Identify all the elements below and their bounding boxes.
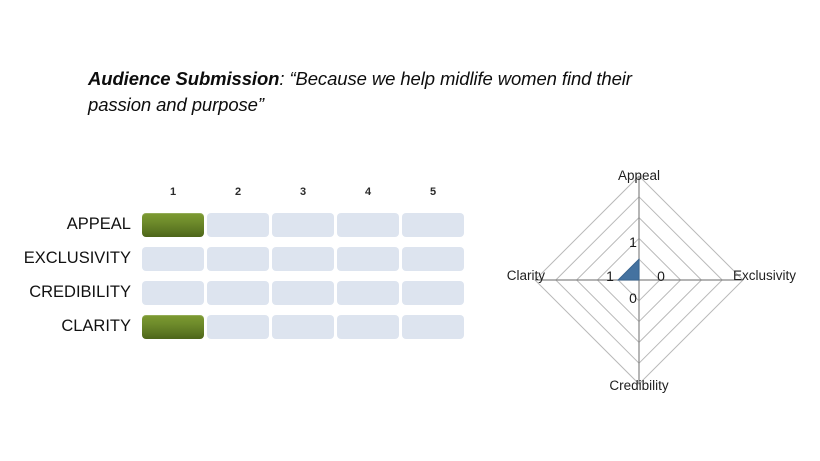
bar-chart-rows: APPEAL EXCLUSIVITY CREDIBILITY CLARITY [0,208,480,344]
segmented-bar-chart: 1 2 3 4 5 APPEAL EXCLUSIVITY CREDIBILITY CLARIT… [0,186,480,356]
bar-chart-row-label: CREDIBILITY [29,283,131,301]
bar-segment-empty [402,213,464,237]
bar-chart-column-header: 5 [429,186,437,198]
radar-series-polygon [616,257,640,281]
radar-axis-label-credibility: Credibility [609,378,669,393]
bar-chart-row-label: APPEAL [66,215,131,233]
page-title: Audience Submission: “Because we help mi… [88,66,688,119]
radar-chart: Appeal Exclusivity Credibility Clarity 1… [486,158,820,406]
radar-chart-svg: Appeal Exclusivity Credibility Clarity 1… [507,168,797,393]
bar-chart-row: EXCLUSIVITY [0,242,480,276]
bar-segment-empty [207,247,269,271]
bar-segment-empty [207,315,269,339]
bar-segment-empty [272,247,334,271]
bar-segment-empty [402,281,464,305]
bar-segment-empty [142,247,204,271]
bar-chart-column-headers: 1 2 3 4 5 [142,186,472,204]
radar-data-label-exclusivity: 0 [657,268,665,284]
bar-chart-column-header: 1 [169,186,177,198]
bar-segment-empty [402,247,464,271]
radar-data-label-appeal: 1 [629,234,637,250]
bar-chart-segments [142,281,464,305]
radar-axis-label-clarity: Clarity [507,268,546,283]
bar-segment-empty [272,315,334,339]
bar-chart-column-header: 3 [299,186,307,198]
bar-segment-empty [207,213,269,237]
radar-data-label-credibility: 0 [629,290,637,306]
bar-segment-filled [142,315,204,339]
bar-segment-empty [402,315,464,339]
bar-chart-row-label: CLARITY [61,317,131,335]
bar-segment-empty [272,213,334,237]
bar-segment-empty [337,281,399,305]
bar-chart-segments [142,247,464,271]
radar-axis-label-appeal: Appeal [618,168,660,183]
radar-axis-label-exclusivity: Exclusivity [733,268,796,283]
headline-lead: Audience Submission [88,68,280,89]
bar-segment-empty [337,247,399,271]
bar-segment-empty [207,281,269,305]
bar-chart-segments [142,213,464,237]
bar-chart-row: APPEAL [0,208,480,242]
bar-chart-column-header: 2 [234,186,242,198]
bar-segment-empty [337,315,399,339]
headline-rest: : “Because we help midlife women find th… [88,68,632,116]
bar-chart-row-label: EXCLUSIVITY [23,249,131,267]
bar-chart-column-header: 4 [364,186,372,198]
bar-segment-filled [142,213,204,237]
radar-data-label-clarity: 1 [606,268,614,284]
bar-chart-row: CREDIBILITY [0,276,480,310]
bar-segment-empty [272,281,334,305]
bar-chart-row: CLARITY [0,310,480,344]
bar-segment-empty [142,281,204,305]
bar-segment-empty [337,213,399,237]
bar-chart-segments [142,315,464,339]
